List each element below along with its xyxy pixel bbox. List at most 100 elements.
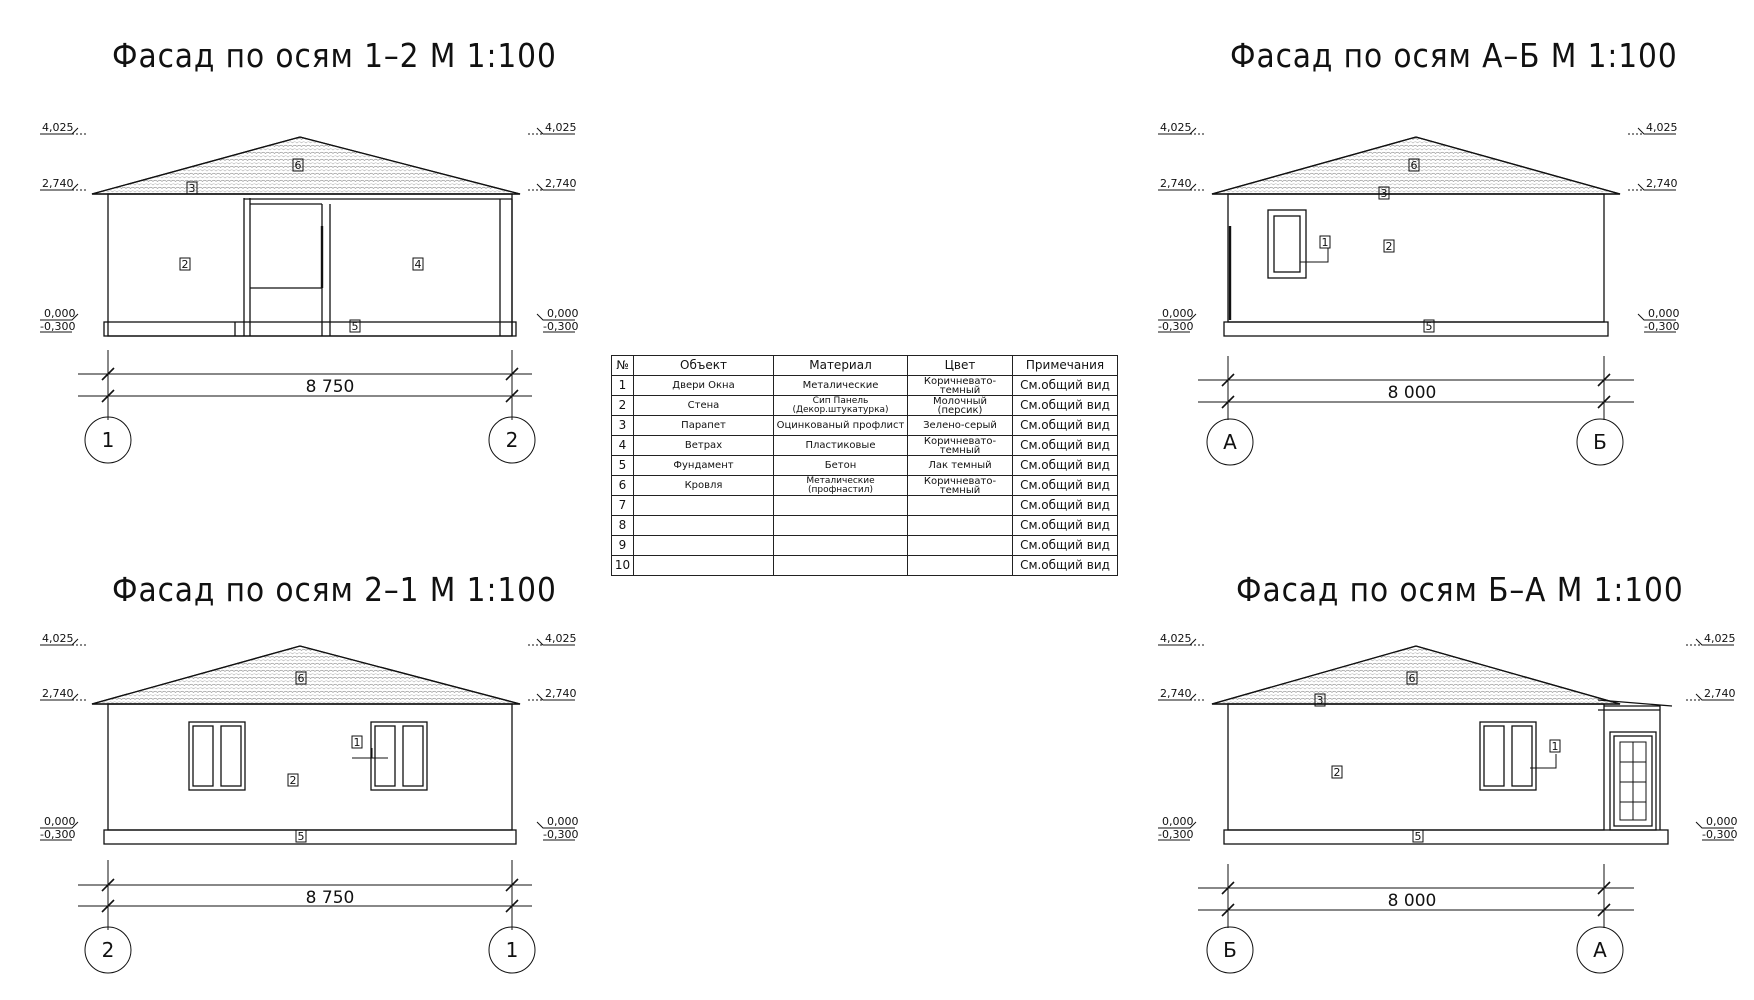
cell-object: Ветрах: [633, 435, 774, 456]
level-zero-label: 0,000: [1162, 307, 1194, 320]
cell-material: [773, 555, 908, 576]
header-material: Материал: [773, 355, 908, 376]
cell-notes: См.общий вид: [1012, 475, 1118, 496]
tag-label: 5: [298, 830, 305, 843]
cell-color: [907, 535, 1013, 556]
dimension-value-a-b: 8 000: [1388, 383, 1437, 403]
level-ridge-label: 4,025: [545, 121, 577, 134]
cell-material: [773, 495, 908, 516]
facade-title-b-a: Фасад по осям Б–А М 1:100: [1236, 570, 1684, 609]
level-zero-label: 0,000: [1162, 815, 1194, 828]
cell-notes: См.общий вид: [1012, 375, 1118, 396]
cell-material: Сип Панель (Декор.штукатурка): [773, 395, 908, 416]
level-ridge-label: 4,025: [42, 632, 74, 645]
tag-label: 1: [1322, 236, 1329, 249]
header-color: Цвет: [907, 355, 1013, 376]
cell-notes: См.общий вид: [1012, 515, 1118, 536]
level-ridge-label: 4,025: [42, 121, 74, 134]
tag-label: 4: [415, 258, 422, 271]
level-eave-label: 2,740: [1646, 177, 1678, 190]
cell-material: Бетон: [773, 455, 908, 476]
level-ground-label: -0,300: [1158, 320, 1193, 333]
tag-label: 6: [298, 672, 305, 685]
axis-label-right: 1: [506, 938, 519, 962]
dimension-value-1-2: 8 750: [306, 377, 355, 397]
dimension-b-a: [1198, 864, 1634, 974]
cell-object: [633, 495, 774, 516]
table-row: 1 Двери Окна Металические Коричневато-те…: [611, 375, 1118, 396]
table-row: 6 Кровля Металические (профнастил) Корич…: [611, 475, 1118, 496]
tag-label: 2: [182, 258, 189, 271]
cell-number: 8: [611, 515, 634, 536]
dimension-2-1: [78, 860, 536, 974]
level-eave-label: 2,740: [1160, 687, 1192, 700]
table-row: 4 Ветрах Пластиковые Коричневато-темный …: [611, 435, 1118, 456]
facade-1-2-drawing: [91, 136, 521, 337]
tag-label: 6: [295, 159, 302, 172]
level-markers-b-a: [1158, 638, 1734, 841]
header-notes: Примечания: [1012, 355, 1118, 376]
cell-material: Пластиковые: [773, 435, 908, 456]
axis-label-left: А: [1223, 430, 1237, 454]
table-row: 9 См.общий вид: [611, 535, 1118, 556]
table-row: 5 Фундамент Бетон Лак темный См.общий ви…: [611, 455, 1118, 476]
cell-notes: См.общий вид: [1012, 455, 1118, 476]
dimension-a-b: [1198, 356, 1634, 466]
table-header-row: № Объект Материал Цвет Примечания: [611, 355, 1118, 376]
level-eave-label: 2,740: [1160, 177, 1192, 190]
axis-label-left: 2: [102, 938, 115, 962]
table-row: 10 См.общий вид: [611, 555, 1118, 576]
tag-label: 3: [1381, 187, 1388, 200]
cell-number: 6: [611, 475, 634, 496]
level-markers-a-b: [1158, 127, 1676, 333]
facade-title-a-b: Фасад по осям А–Б М 1:100: [1230, 36, 1678, 75]
cell-color: Лак темный: [907, 455, 1013, 476]
level-ground-label: -0,300: [40, 320, 75, 333]
header-object: Объект: [633, 355, 774, 376]
cell-color: Молочный (персик): [907, 395, 1013, 416]
cell-color: [907, 495, 1013, 516]
axis-label-right: 2: [506, 428, 519, 452]
cell-color: Коричневато-темный: [907, 435, 1013, 456]
level-zero-label: 0,000: [547, 815, 579, 828]
level-markers-2-1: [40, 638, 575, 841]
table-row: 8 См.общий вид: [611, 515, 1118, 536]
tag-label: 2: [290, 774, 297, 787]
level-eave-label: 2,740: [1704, 687, 1736, 700]
tag-label: 6: [1411, 159, 1418, 172]
cell-material: Металические: [773, 375, 908, 396]
cell-number: 7: [611, 495, 634, 516]
cell-notes: См.общий вид: [1012, 395, 1118, 416]
cell-notes: См.общий вид: [1012, 495, 1118, 516]
cell-color: [907, 555, 1013, 576]
header-number: №: [611, 355, 634, 376]
table-row: 2 Стена Сип Панель (Декор.штукатурка) Мо…: [611, 395, 1118, 416]
level-ground-label: -0,300: [1644, 320, 1679, 333]
cell-material: Оцинкованый профлист: [773, 415, 908, 436]
level-zero-label: 0,000: [1648, 307, 1680, 320]
cell-number: 1: [611, 375, 634, 396]
cell-material: [773, 535, 908, 556]
axis-label-right: Б: [1593, 430, 1607, 454]
tag-label: 3: [189, 182, 196, 195]
cell-color: [907, 515, 1013, 536]
level-zero-label: 0,000: [44, 815, 76, 828]
cell-number: 9: [611, 535, 634, 556]
facade-title-1-2: Фасад по осям 1–2 М 1:100: [112, 36, 557, 75]
level-ground-label: -0,300: [543, 828, 578, 841]
dimension-1-2: [78, 350, 536, 464]
level-ridge-label: 4,025: [1160, 632, 1192, 645]
cell-notes: См.общий вид: [1012, 435, 1118, 456]
cell-notes: См.общий вид: [1012, 535, 1118, 556]
tag-label: 2: [1386, 240, 1393, 253]
axis-label-left: 1: [102, 428, 115, 452]
level-ground-label: -0,300: [543, 320, 578, 333]
level-eave-label: 2,740: [42, 687, 74, 700]
cell-number: 3: [611, 415, 634, 436]
facade-a-b-drawing: [1211, 136, 1621, 337]
tag-label: 1: [354, 736, 361, 749]
facade-title-2-1: Фасад по осям 2–1 М 1:100: [112, 570, 557, 609]
tag-label: 1: [1552, 740, 1559, 753]
tag-label: 6: [1409, 672, 1416, 685]
cell-object: [633, 515, 774, 536]
